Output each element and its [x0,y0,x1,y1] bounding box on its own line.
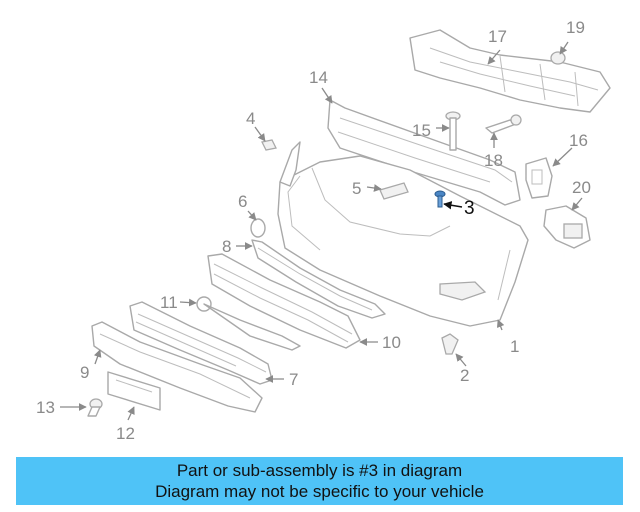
callout-1: 1 [510,337,519,356]
callout-15: 15 [412,121,431,140]
callout-9: 9 [80,363,89,382]
callout-18: 18 [484,151,503,170]
callout-6: 6 [238,192,247,211]
part-20-sensor [543,205,591,249]
part-15-bolt [445,111,461,151]
caption-line-1: Part or sub-assembly is #3 in diagram [176,461,463,480]
callout-13: 13 [36,398,55,417]
callout-8: 8 [222,237,231,256]
part-13-screw [87,398,103,417]
part-8-grille-strip [251,239,386,319]
part-1-bumper-cover [277,141,529,327]
callout-20: 20 [572,178,591,197]
part-11-cap [196,296,301,351]
caption-line-2: Diagram may not be specific to your vehi… [155,482,484,501]
part-9-grille-frame [91,321,263,413]
part-14-impact-bar [327,99,521,206]
part-6-ring [250,218,266,238]
callout-10: 10 [382,333,401,352]
callout-19: 19 [566,18,585,37]
part-3-screw [434,190,446,208]
part-4-clip [261,139,277,151]
callout-2: 2 [460,366,469,385]
part-18-pin [485,114,522,134]
part-12-plate-bracket [107,371,161,411]
caption-banner: Part or sub-assembly is #3 in diagram Di… [16,457,623,505]
part-5-reflector [379,182,409,200]
part-17-support-beam [409,29,611,113]
part-2-clip [441,333,459,355]
part-19-clip [550,51,566,65]
callout-3-highlighted: 3 [464,198,475,219]
part-16-bracket [525,157,553,199]
callout-11: 11 [160,293,178,312]
parts-diagram: 17 19 14 15 18 16 20 4 5 3 6 8 11 10 1 9… [36,18,611,443]
callout-4: 4 [246,109,255,128]
callout-5: 5 [352,179,361,198]
callout-12: 12 [116,424,135,443]
callout-16: 16 [569,131,588,150]
callout-17: 17 [488,27,507,46]
callout-7: 7 [289,370,298,389]
callout-14: 14 [309,68,328,87]
